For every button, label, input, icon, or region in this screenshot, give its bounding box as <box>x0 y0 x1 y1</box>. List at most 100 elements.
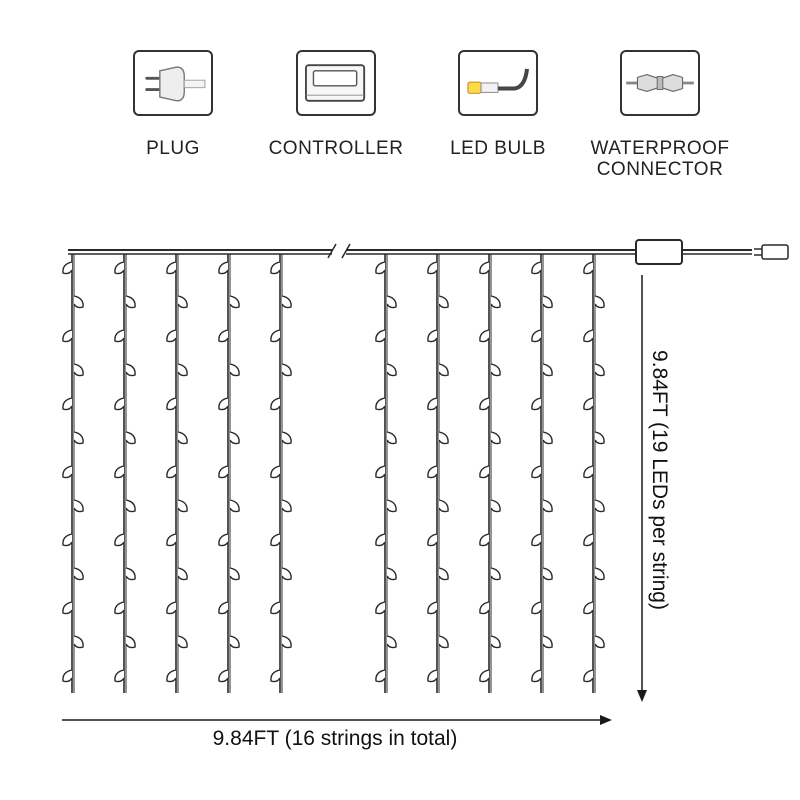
led-bulb <box>218 669 229 683</box>
led-bulb <box>490 363 501 377</box>
led-bulb <box>270 601 281 615</box>
led-bulb <box>125 635 136 649</box>
led-bulb <box>229 635 240 649</box>
light-string <box>479 254 501 693</box>
led-bulb <box>594 363 605 377</box>
led-bulb <box>479 669 490 683</box>
led-bulb <box>583 533 594 547</box>
led-bulb <box>166 533 177 547</box>
led-bulb <box>542 431 553 445</box>
led-bulb <box>218 601 229 615</box>
height-dimension-arrow <box>637 275 647 702</box>
led-bulb <box>281 363 292 377</box>
led-bulb <box>438 295 449 309</box>
light-string <box>270 254 292 693</box>
led-bulb <box>427 669 438 683</box>
led-bulb <box>375 601 386 615</box>
light-string <box>114 254 136 693</box>
waterproof-connector-icon <box>626 73 694 93</box>
led-bulb <box>177 431 188 445</box>
waterproof-connector-icon-box <box>620 50 700 116</box>
led-bulb <box>386 635 397 649</box>
led-bulb <box>73 567 84 581</box>
led-bulb <box>177 635 188 649</box>
led-bulb <box>427 465 438 479</box>
led-bulb <box>531 261 542 275</box>
led-bulb <box>166 397 177 411</box>
light-string <box>531 254 553 693</box>
led-bulb <box>386 363 397 377</box>
led-bulb <box>386 295 397 309</box>
led-bulb <box>583 465 594 479</box>
led-bulb <box>542 567 553 581</box>
width-dimension-arrow <box>62 715 612 725</box>
legend-label-plug: PLUG <box>146 138 200 159</box>
led-bulb <box>583 669 594 683</box>
led-bulb <box>531 329 542 343</box>
led-bulb <box>542 499 553 513</box>
led-bulb <box>542 295 553 309</box>
led-bulb <box>114 601 125 615</box>
led-bulb <box>229 431 240 445</box>
led-bulb <box>594 635 605 649</box>
led-bulb <box>218 329 229 343</box>
led-bulb <box>270 669 281 683</box>
led-bulb <box>479 261 490 275</box>
led-bulb <box>479 601 490 615</box>
led-bulb <box>427 601 438 615</box>
legend-label-led-bulb: LED BULB <box>450 138 546 159</box>
led-bulb <box>438 431 449 445</box>
led-bulb <box>490 635 501 649</box>
led-bulb <box>479 465 490 479</box>
led-bulb <box>125 431 136 445</box>
led-bulb <box>594 295 605 309</box>
led-bulb <box>583 329 594 343</box>
led-bulb <box>375 669 386 683</box>
controller-box <box>635 239 683 265</box>
led-bulb <box>531 669 542 683</box>
led-bulb <box>218 465 229 479</box>
led-bulb <box>114 329 125 343</box>
led-bulb <box>479 329 490 343</box>
led-bulb <box>114 261 125 275</box>
led-bulb <box>281 635 292 649</box>
led-bulb <box>270 397 281 411</box>
led-bulb <box>375 397 386 411</box>
led-bulb <box>542 363 553 377</box>
led-bulb <box>166 465 177 479</box>
led-bulb <box>62 397 73 411</box>
led-bulb <box>531 533 542 547</box>
led-bulb <box>218 397 229 411</box>
led-bulb <box>73 499 84 513</box>
led-bulb <box>427 261 438 275</box>
led-bulb <box>438 499 449 513</box>
led-bulb <box>229 295 240 309</box>
lead-wire <box>682 249 752 255</box>
light-string <box>427 254 449 693</box>
led-bulb <box>281 431 292 445</box>
led-bulb-icon <box>467 68 529 94</box>
led-bulb <box>73 295 84 309</box>
led-bulb <box>73 635 84 649</box>
led-bulb <box>229 363 240 377</box>
led-bulb <box>281 567 292 581</box>
led-bulb <box>270 261 281 275</box>
led-bulb <box>386 431 397 445</box>
controller-icon-box <box>296 50 376 116</box>
legend-label-controller: CONTROLLER <box>268 138 404 159</box>
led-bulb <box>177 567 188 581</box>
light-string <box>166 254 188 693</box>
led-bulb <box>229 499 240 513</box>
led-bulb <box>218 261 229 275</box>
led-bulb <box>375 533 386 547</box>
led-bulb <box>594 499 605 513</box>
led-bulb <box>479 533 490 547</box>
wire-break-mark <box>327 243 351 259</box>
width-dimension-label: 9.84FT (16 strings in total) <box>212 727 458 750</box>
controller-icon <box>305 64 366 102</box>
led-bulb <box>62 261 73 275</box>
led-bulb <box>438 635 449 649</box>
led-bulb <box>438 363 449 377</box>
led-bulb <box>594 567 605 581</box>
